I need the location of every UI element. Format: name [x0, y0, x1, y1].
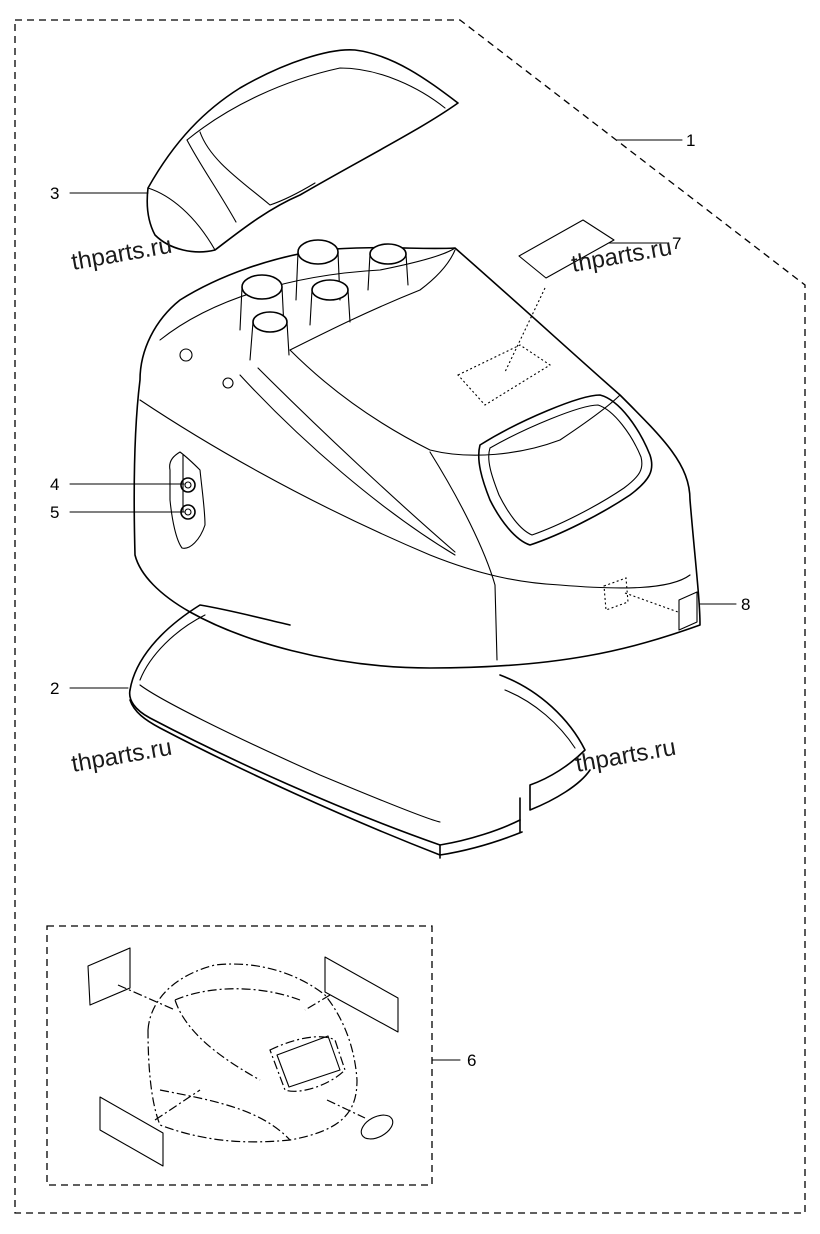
decal-7	[518, 219, 615, 279]
part-3-top-lid	[146, 49, 459, 253]
callout-6: 6	[467, 1051, 476, 1070]
callout-7: 7	[672, 234, 681, 253]
callout-1: 1	[686, 131, 695, 150]
watermark: thparts.ru	[69, 232, 174, 276]
callout-4: 4	[50, 475, 59, 494]
part-1-top-cowling	[133, 246, 701, 669]
assembly-boundary	[14, 19, 806, 1214]
leader-lines	[69, 139, 737, 1061]
callout-5: 5	[50, 503, 59, 522]
fasteners-4-5	[180, 477, 196, 520]
callout-3: 3	[50, 184, 59, 203]
part-2-seal-ring	[128, 604, 591, 859]
decal-8	[678, 591, 698, 631]
callout-8: 8	[741, 595, 750, 614]
part-6-decal-set	[46, 925, 433, 1186]
decal-inset-box	[46, 925, 433, 1186]
watermark: thparts.ru	[573, 734, 678, 778]
watermark: thparts.ru	[69, 734, 174, 778]
intake-stacks	[179, 239, 409, 389]
callout-2: 2	[50, 679, 59, 698]
